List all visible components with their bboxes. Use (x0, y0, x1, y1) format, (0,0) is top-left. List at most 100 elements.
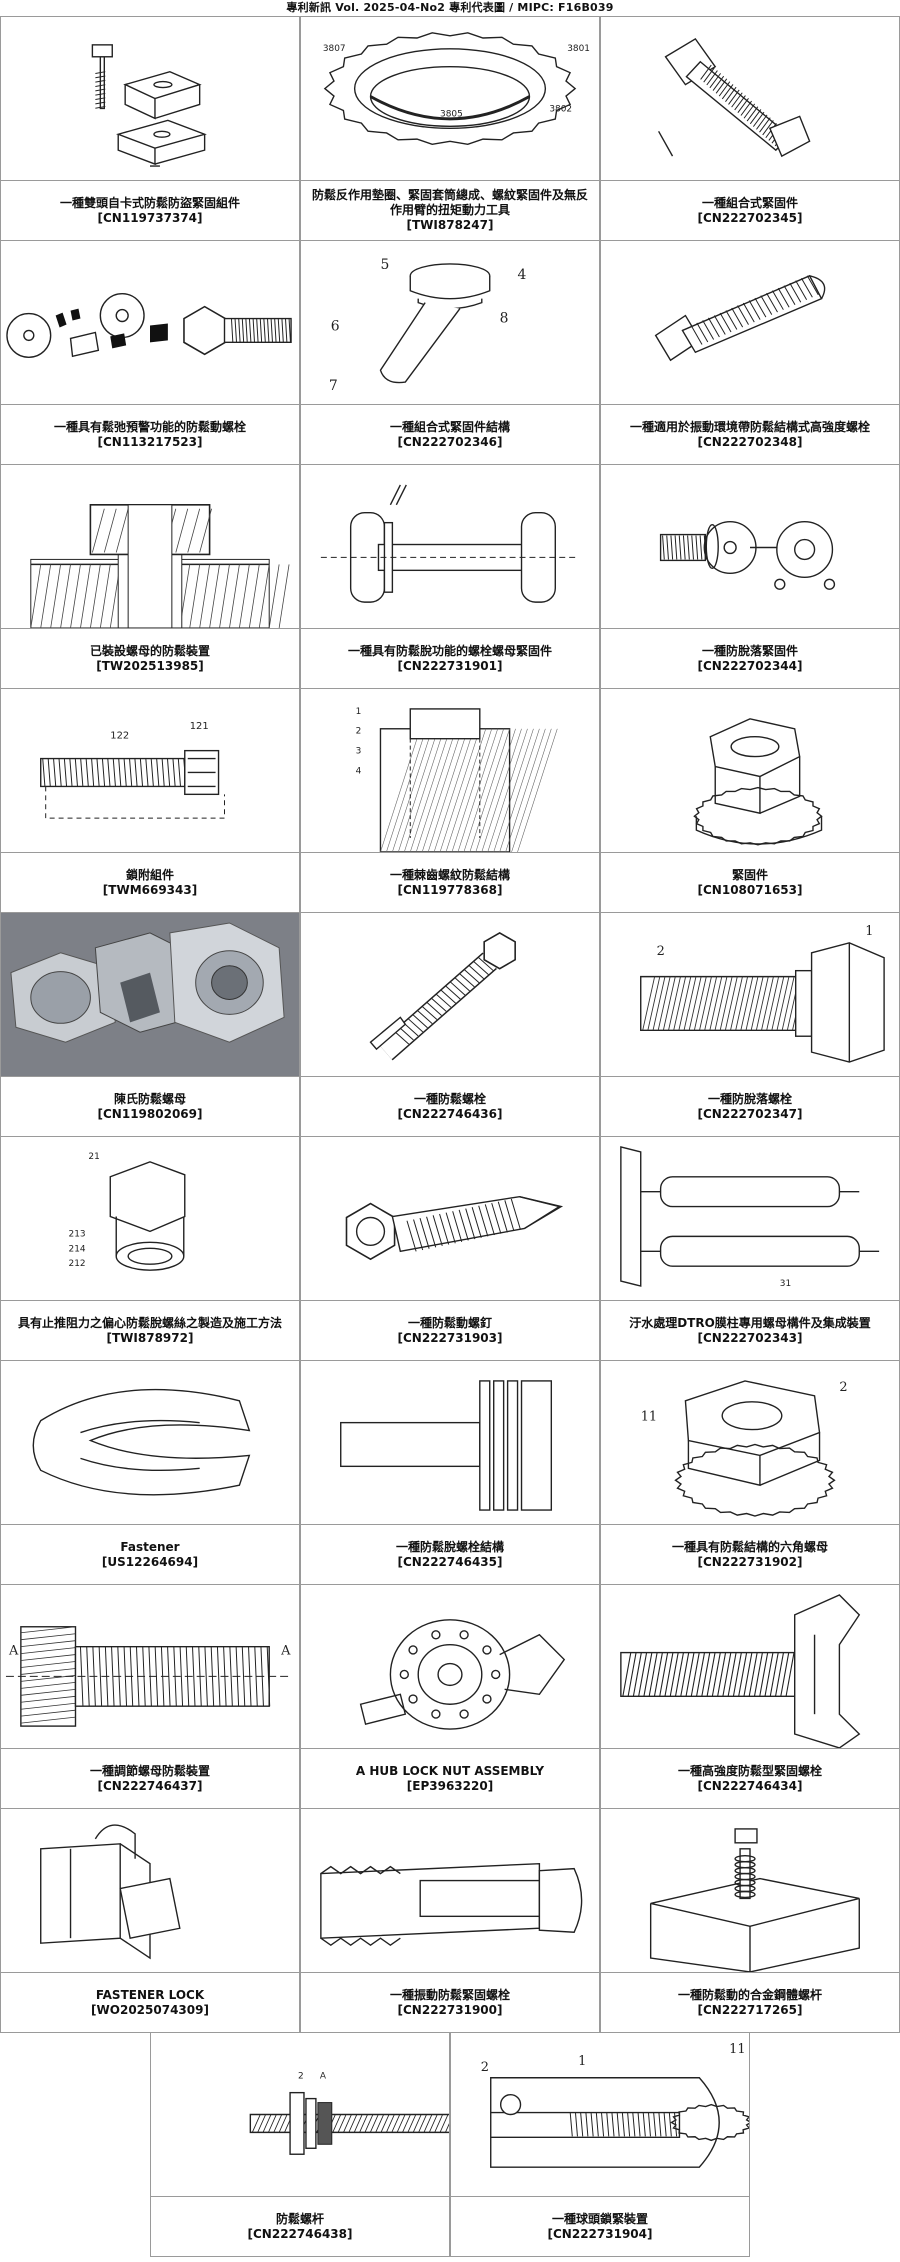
figure-drawing (601, 465, 899, 628)
patent-number: [CN119778368] (398, 883, 503, 898)
svg-text:4: 4 (356, 766, 362, 776)
svg-text:2: 2 (839, 1380, 847, 1395)
patent-caption: 一種防脫落緊固件[CN222702344] (601, 629, 899, 688)
patent-card: 一種組合式緊固件[CN222702345] (600, 16, 900, 241)
patent-number: [TWI878247] (407, 218, 494, 233)
patent-card: 31汙水處理DTRO膜柱專用螺母構件及集成裝置[CN222702343] (600, 1136, 900, 1361)
patent-figure (1, 241, 299, 405)
patent-caption: 一種具有防鬆脫功能的螺栓螺母緊固件[CN222731901] (301, 629, 599, 688)
figure-drawing: 2 1 (601, 913, 899, 1076)
patent-title: 一種具有防鬆脫功能的螺栓螺母緊固件 (348, 644, 552, 659)
figure-drawing (301, 465, 599, 628)
patent-number: [CN222746436] (398, 1107, 503, 1122)
patent-caption: 一種防鬆脫螺栓結構[CN222746435] (301, 1525, 599, 1584)
patent-caption: 一種具有防鬆結構的六角螺母[CN222731902] (601, 1525, 899, 1584)
patent-number: [TW202513985] (96, 659, 204, 674)
patent-caption: 一種防鬆動的合金鋼體螺杆[CN222717265] (601, 1973, 899, 2032)
figure-drawing (1, 241, 299, 404)
patent-caption: 一種球頭鎖緊裝置[CN222731904] (451, 2197, 749, 2256)
patent-title: 一種球頭鎖緊裝置 (552, 2212, 648, 2227)
patent-title: 一種高強度防鬆型緊固螺栓 (678, 1764, 822, 1779)
figure-drawing: 1 2 3 4 (301, 689, 599, 852)
patent-figure: 2 11 (601, 1361, 899, 1525)
svg-text:11: 11 (729, 2042, 745, 2057)
figure-drawing (601, 241, 899, 404)
patent-figure (301, 1585, 599, 1749)
patent-title: 陳氏防鬆螺母 (114, 1092, 186, 1107)
patent-figure (301, 913, 599, 1077)
patent-title: FASTENER LOCK (96, 1988, 204, 2003)
svg-text:2: 2 (356, 727, 362, 737)
patent-title: 一種防鬆動螺釘 (408, 1316, 492, 1331)
patent-figure (601, 465, 899, 629)
patent-caption: 陳氏防鬆螺母[CN119802069] (1, 1077, 299, 1136)
patent-figure (1, 17, 299, 181)
svg-text:6: 6 (331, 318, 340, 334)
patent-card: A A一種調節螺母防鬆裝置[CN222746437] (0, 1584, 300, 1809)
patent-title: 一種防脫落螺栓 (708, 1092, 792, 1107)
patent-number: [WO2025074309] (91, 2003, 209, 2018)
svg-text:A: A (8, 1644, 19, 1659)
figure-drawing: 2 1 11 (451, 2033, 749, 2196)
patent-title: 一種具有鬆弛預警功能的防鬆動螺栓 (54, 420, 246, 435)
page-header: 專利新訊 Vol. 2025-04-No2 專利代表圖 / MIPC: F16B… (0, 0, 900, 16)
patent-figure (1, 465, 299, 629)
patent-caption: FASTENER LOCK[WO2025074309] (1, 1973, 299, 2032)
patent-title: 緊固件 (732, 868, 768, 883)
patent-card: 2 11一種具有防鬆結構的六角螺母[CN222731902] (600, 1360, 900, 1585)
patent-number: [EP3963220] (407, 1779, 493, 1794)
patent-figure (1, 1361, 299, 1525)
patent-card: 緊固件[CN108071653] (600, 688, 900, 913)
patent-caption: 一種具有鬆弛預警功能的防鬆動螺栓[CN113217523] (1, 405, 299, 464)
svg-text:7: 7 (329, 378, 338, 394)
patent-caption: 一種組合式緊固件[CN222702345] (601, 181, 899, 240)
figure-drawing: 31 (601, 1137, 899, 1300)
patent-caption: 一種適用於振動環境帶防鬆結構式高強度螺栓[CN222702348] (601, 405, 899, 464)
patent-number: [CN222731901] (398, 659, 503, 674)
patent-title: 一種調節螺母防鬆裝置 (90, 1764, 210, 1779)
patent-number: [CN222731904] (548, 2227, 653, 2242)
patent-figure: 1 2 3 4 (301, 689, 599, 853)
patent-number: [CN222702343] (698, 1331, 803, 1346)
patent-title: 鎖附組件 (126, 868, 174, 883)
figure-drawing (601, 1585, 899, 1748)
patent-caption: 一種防鬆螺栓[CN222746436] (301, 1077, 599, 1136)
figure-drawing (1, 913, 299, 1076)
svg-text:213: 213 (69, 1229, 86, 1239)
figure-drawing (301, 1809, 599, 1972)
patent-number: [CN222746434] (698, 1779, 803, 1794)
patent-figure (301, 465, 599, 629)
svg-text:2: 2 (481, 2060, 489, 2075)
svg-text:A: A (280, 1644, 291, 1659)
patent-caption: A HUB LOCK NUT ASSEMBLY[EP3963220] (301, 1749, 599, 1808)
patent-card: A HUB LOCK NUT ASSEMBLY[EP3963220] (300, 1584, 600, 1809)
patent-caption: 一種振動防鬆緊固螺栓[CN222731900] (301, 1973, 599, 2032)
patent-card: 一種具有防鬆脫功能的螺栓螺母緊固件[CN222731901] (300, 464, 600, 689)
patent-card: 已裝設螺母的防鬆裝置[TW202513985] (0, 464, 300, 689)
svg-text:1: 1 (356, 707, 362, 717)
patent-figure: A A (1, 1585, 299, 1749)
svg-text:8: 8 (500, 311, 509, 327)
patent-card: 122 121鎖附組件[TWM669343] (0, 688, 300, 913)
patent-card: 一種具有鬆弛預警功能的防鬆動螺栓[CN113217523] (0, 240, 300, 465)
patent-title: 一種組合式緊固件 (702, 196, 798, 211)
patent-caption: 一種防鬆動螺釘[CN222731903] (301, 1301, 599, 1360)
figure-drawing (1, 1809, 299, 1972)
patent-card: 一種防脫落緊固件[CN222702344] (600, 464, 900, 689)
figure-drawing (1, 1361, 299, 1524)
patent-title: 已裝設螺母的防鬆裝置 (90, 644, 210, 659)
patent-figure: 21 213 214 212 (1, 1137, 299, 1301)
figure-drawing: A A (1, 1585, 299, 1748)
svg-text:122: 122 (110, 731, 129, 742)
patent-figure: 2 A (151, 2033, 449, 2197)
patent-card: 5 4 8 6 7一種組合式緊固件結構[CN222702346] (300, 240, 600, 465)
svg-text:4: 4 (518, 267, 527, 283)
svg-text:3802: 3802 (549, 104, 572, 114)
figure-drawing: 2 A (151, 2033, 449, 2196)
figure-drawing: 2 11 (601, 1361, 899, 1524)
figure-drawing (301, 1361, 599, 1524)
patent-figure (301, 1361, 599, 1525)
patent-number: [CN222746438] (248, 2227, 353, 2242)
patent-title: 防鬆螺杆 (276, 2212, 324, 2227)
svg-text:3: 3 (356, 747, 362, 757)
